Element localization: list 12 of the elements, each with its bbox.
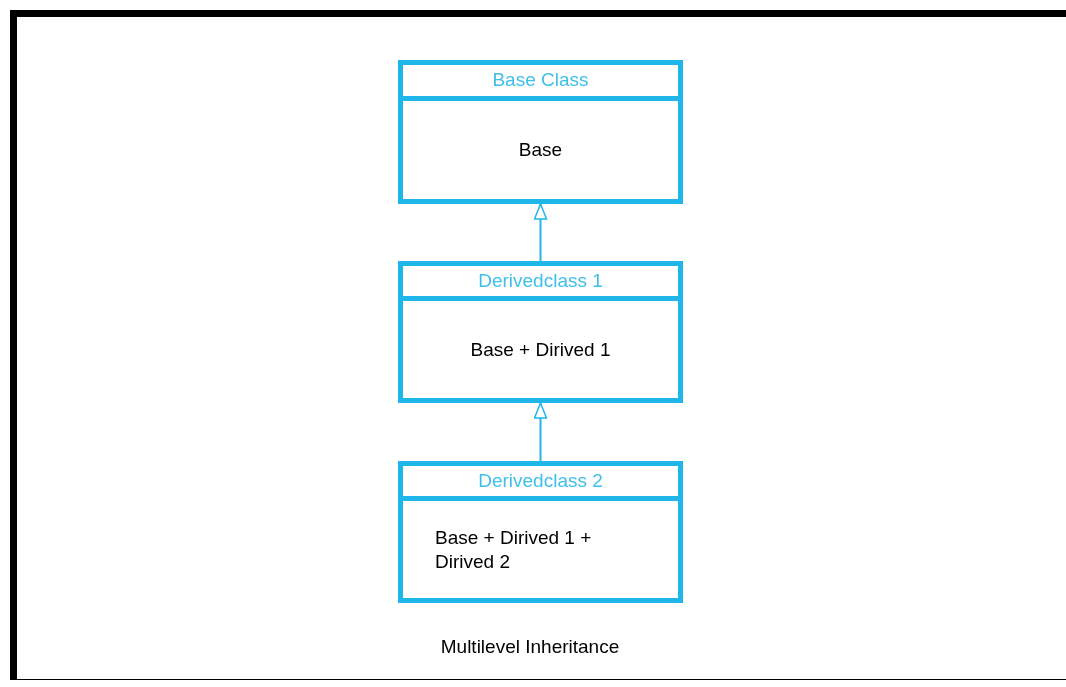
class-members: Base + Dirived 1 + Dirived 2: [435, 525, 593, 574]
caption: Multilevel Inheritance: [439, 635, 621, 659]
class-box: [398, 461, 683, 603]
class-box: [398, 261, 683, 403]
class-box: [398, 60, 683, 204]
class-name: Base Class: [492, 68, 589, 93]
class-members: Base: [518, 138, 563, 162]
class-name: Derivedclass 2: [478, 468, 603, 493]
class-members: Base + Dirived 1: [470, 337, 611, 362]
inheritance-arrow: [533, 203, 548, 262]
inheritance-arrow: [533, 402, 548, 462]
class-name: Derivedclass 1: [478, 268, 603, 293]
